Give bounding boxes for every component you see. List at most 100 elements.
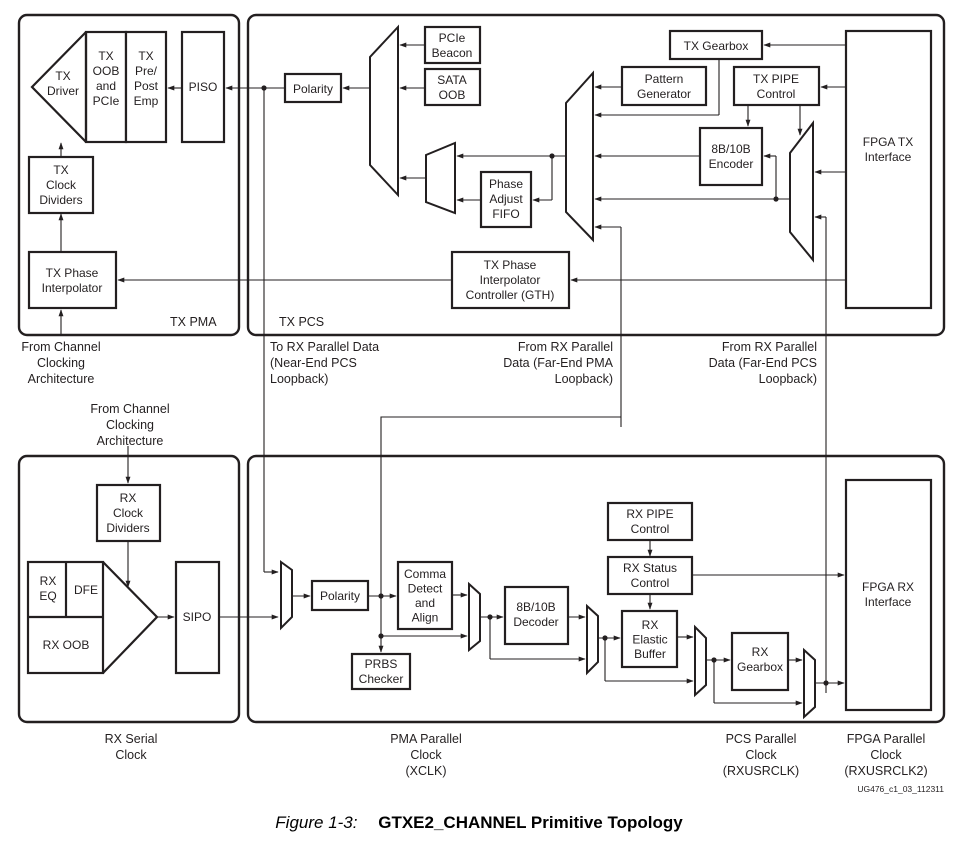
label-line: Interface (865, 150, 912, 164)
label-line: PCIe (93, 94, 120, 108)
label-line: 8B/10B (516, 600, 555, 614)
label-line: TX Phase (46, 266, 99, 280)
label-line: Interface (865, 595, 912, 609)
label-line: and (96, 79, 116, 93)
figure-number: Figure 1-3: (275, 813, 358, 832)
8b10b-encoder-block (698, 126, 764, 187)
label-line: TX Phase (484, 258, 537, 272)
fpga-tx-interface-block (844, 29, 933, 310)
label-line: RX (642, 618, 659, 632)
sata-oob-block (423, 67, 482, 107)
label-line: Clock (115, 748, 147, 762)
tx-output-mux (369, 24, 399, 198)
rx-clock-dividers-block (95, 483, 162, 543)
label-line: Control (631, 576, 670, 590)
label-line: Control (631, 522, 670, 536)
label-line: RX PIPE (626, 507, 673, 521)
label-line: EQ (39, 589, 56, 603)
sipo-label: SIPO (183, 610, 212, 624)
label-line: PMA Parallel (390, 732, 462, 746)
rx-polarity-label: Polarity (320, 589, 360, 603)
label-line: SATA (437, 73, 467, 87)
tx-phase-interpolator-block (27, 250, 118, 310)
label-line: Clock (870, 748, 902, 762)
phase-fifo-mux (425, 141, 456, 215)
label-line: From Channel (21, 340, 100, 354)
tx-polarity-label: Polarity (293, 82, 333, 96)
label-line: Detect (408, 582, 443, 596)
8b10b-decoder-block (503, 585, 570, 646)
label-line: Dividers (39, 193, 82, 207)
prbs-checker-block (350, 652, 412, 691)
label-line: Pre/ (135, 64, 158, 78)
fpga-rx-interface-block (844, 478, 933, 712)
label-line: Clock (113, 506, 144, 520)
label-line: Polarity (293, 82, 333, 96)
label-line: Buffer (634, 647, 666, 661)
label-line: (XCLK) (406, 764, 447, 778)
rx-decoder-bypass-mux (586, 603, 599, 676)
label-line: Polarity (320, 589, 360, 603)
label-line: From RX Parallel (722, 340, 817, 354)
label-line: Generator (637, 87, 691, 101)
figure-title: GTXE2_CHANNEL Primitive Topology (378, 813, 683, 832)
label-line: RX (752, 645, 769, 659)
rx-loopback-mux (280, 560, 293, 631)
label-line: PCS Parallel (726, 732, 797, 746)
label-line: Loopback) (555, 372, 613, 386)
label-line: Checker (359, 672, 404, 686)
label-line: TX (55, 69, 70, 83)
label-line: PRBS (365, 657, 398, 671)
figure-id-code: UG476_c1_03_112311 (857, 784, 944, 794)
label-line: DFE (74, 583, 98, 597)
label-line: Loopback) (270, 372, 328, 386)
label-line: TX (53, 163, 68, 177)
label-line: Dividers (106, 521, 149, 535)
label-line: (RXUSRCLK) (723, 764, 799, 778)
rx-polarity-block (310, 579, 370, 612)
label-line: Decoder (513, 615, 558, 629)
rx-gearbox-block (730, 631, 790, 692)
label-line: Clock (410, 748, 442, 762)
tx-encoder-bypass-mux (789, 120, 814, 263)
rx-comma-bypass-mux (468, 581, 481, 653)
label-line: RX OOB (43, 638, 90, 652)
label-line: Interpolator (42, 281, 103, 295)
label-line: (RXUSRCLK2) (844, 764, 927, 778)
label-line: RX Serial (105, 732, 158, 746)
rx-elastic-bypass-mux (694, 624, 707, 698)
label-line: TX (98, 49, 113, 63)
tx-phase-interp-controller-block (450, 250, 571, 310)
rx-pipe-control-block (606, 501, 694, 542)
label-line: Clocking (106, 418, 154, 432)
label-line: Pattern (645, 72, 684, 86)
label-line: FPGA Parallel (847, 732, 926, 746)
tx-data-mux (565, 70, 594, 243)
label-line: Controller (GTH) (466, 288, 555, 302)
label-line: RX (120, 491, 137, 505)
label-line: Elastic (632, 633, 667, 647)
dfe-label: DFE (74, 583, 98, 597)
piso-label: PISO (189, 80, 218, 94)
label-line: TX Gearbox (684, 39, 749, 53)
label-line: SIPO (183, 610, 212, 624)
